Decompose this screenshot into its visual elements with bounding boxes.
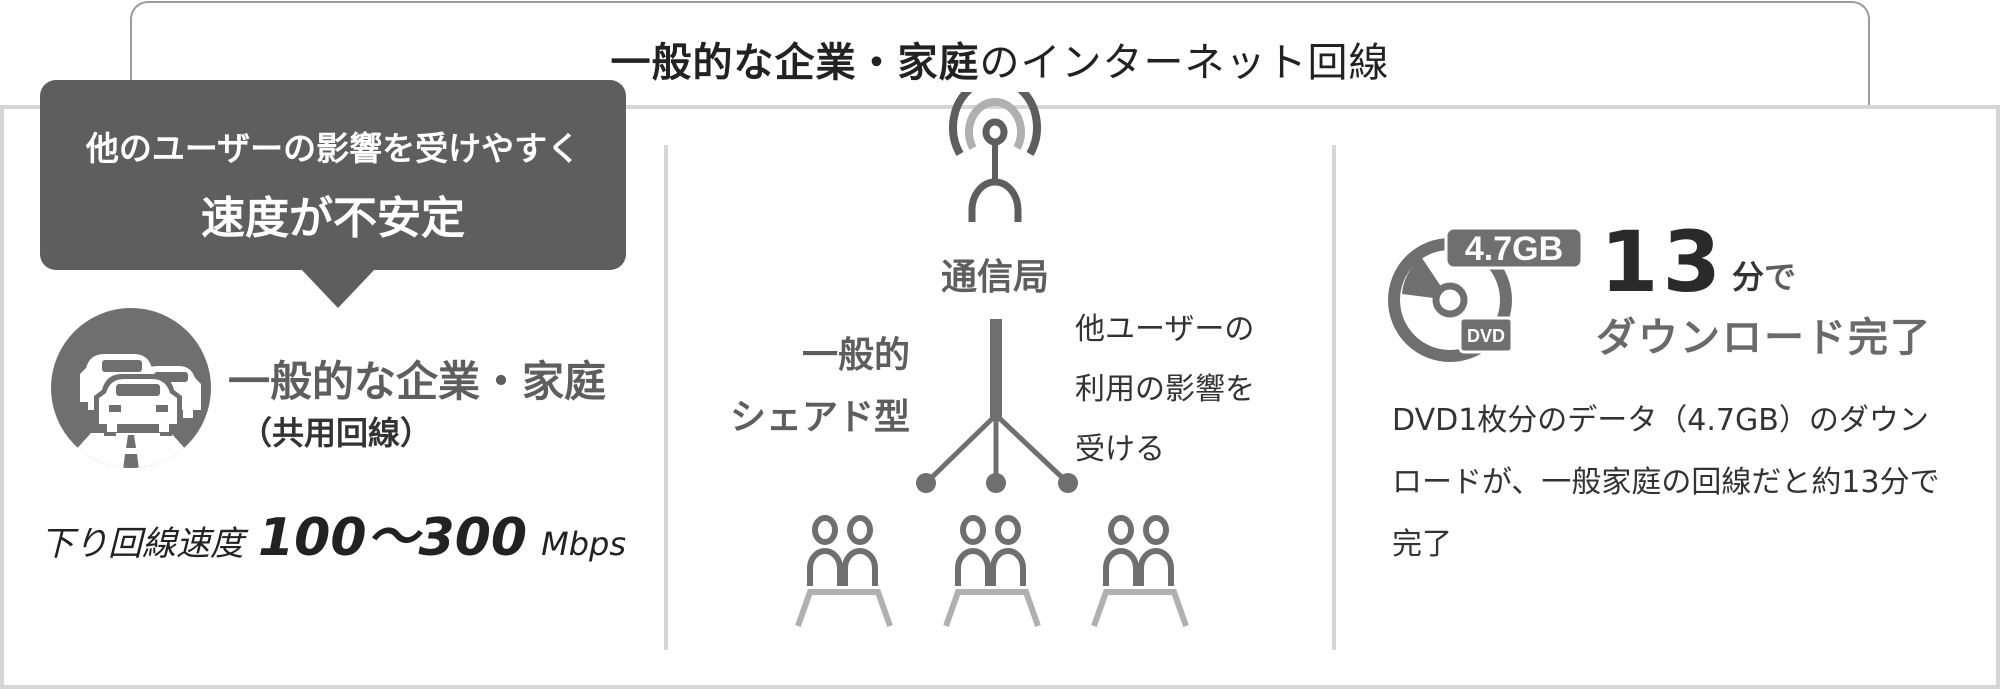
speed-value: 100〜300 — [258, 508, 528, 568]
influence-line2: 利用の影響を — [1075, 372, 1255, 407]
title-bold: 一般的な企業・家庭 — [610, 40, 980, 86]
description: DVD1枚分のデータ（4.7GB）のダウンロードが、一般家庭の回線だと約13分で… — [1392, 403, 1940, 562]
people-at-desk-icon — [943, 515, 1041, 627]
people-at-desk-icon — [1091, 515, 1189, 627]
speed-unit: Mbps — [541, 525, 626, 563]
influence-line3: 受ける — [1075, 432, 1165, 467]
home-title: 一般的な企業・家庭 — [228, 357, 607, 406]
bubble-line1: 他のユーザーの影響を受けやすく — [85, 129, 581, 168]
divider-left — [664, 145, 668, 650]
speed-row: 下り回線速度 100〜300 Mbps — [40, 495, 626, 570]
dvd-label: DVD — [1467, 326, 1505, 346]
influence-note: 他ユーザーの 利用の影響を 受ける — [1075, 300, 1255, 480]
node-left — [916, 473, 936, 493]
time-suffix: で — [1764, 258, 1797, 296]
branch-left — [924, 413, 998, 485]
speech-bubble: 他のユーザーの影響を受けやすく 速度が不安定 — [40, 80, 626, 308]
dvd-disc-icon: 4.7GB DVD — [1388, 226, 1584, 362]
minutes-unit: 分 — [1732, 258, 1765, 296]
antenna-icon — [949, 92, 1041, 222]
divider-right — [1332, 145, 1336, 650]
station-label: 通信局 — [940, 257, 1049, 298]
type-line1: 一般的 — [801, 335, 910, 376]
download-complete-label: ダウンロード完了 — [1596, 315, 1932, 361]
download-minutes: 13 — [1600, 213, 1725, 311]
bubble-line2: 速度が不安定 — [201, 193, 465, 244]
home-subtitle: （共用回線） — [240, 414, 433, 452]
page-title: 一般的な企業・家庭のインターネット回線 — [132, 30, 1868, 88]
size-badge: 4.7GB — [1465, 230, 1563, 268]
branch-right — [994, 413, 1070, 485]
trunk-line — [990, 319, 1002, 417]
network-tree — [916, 319, 1078, 493]
people-at-desk-icon — [795, 515, 893, 627]
title-light: のインターネット回線 — [979, 40, 1390, 86]
line-type-label: 一般的 シェアド型 — [700, 325, 910, 449]
influence-line1: 他ユーザーの — [1075, 312, 1255, 347]
type-line2: シェアド型 — [729, 397, 910, 438]
time-unit: 分で — [1732, 252, 1796, 298]
traffic-jam-cars-icon — [51, 308, 211, 468]
speed-label: 下り回線速度 — [40, 524, 244, 564]
node-center — [986, 473, 1006, 493]
node-right — [1058, 473, 1078, 493]
